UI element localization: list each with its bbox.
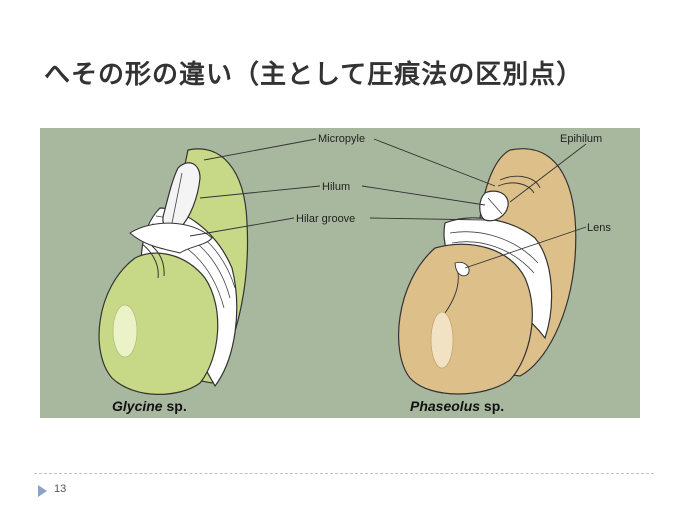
hilum-leader-glycine [199,185,321,199]
page-number: 13 [54,483,67,495]
phaseolus-seed [397,148,577,395]
glycine-genus: Glycine [112,398,163,414]
leader-lines [189,138,587,269]
seed-comparison-figure: Micropyle Hilum Hilar groove Epihilum Le… [40,128,640,418]
footer-arrow-icon [38,485,47,497]
slide-title: へその形の違い（主として圧痕法の区別点） [44,60,584,90]
phaseolus-caption: Phaseolus sp. [410,398,504,414]
footer-divider [34,473,654,474]
hilar-groove-leader-phaseolus [369,217,487,221]
glycine-sp: sp. [163,398,187,414]
glycine-seed [98,148,249,395]
hilar-groove-leader-glycine [189,217,295,237]
epihilum-leader [509,143,587,203]
hilar-groove-label: Hilar groove [296,213,355,225]
lens-leader [464,226,587,269]
phaseolus-genus: Phaseolus [410,398,480,414]
glycine-caption: Glycine sp. [112,398,187,414]
hilum-label: Hilum [322,181,350,193]
micropyle-label: Micropyle [318,133,365,145]
micropyle-leader-phaseolus [373,138,496,187]
epihilum-label: Epihilum [560,133,602,145]
hilum-leader-phaseolus [361,185,486,206]
seed-illustration: Micropyle Hilum Hilar groove Epihilum Le… [98,133,611,414]
micropyle-leader-glycine [203,138,317,161]
lens-label: Lens [587,222,611,234]
phaseolus-sp: sp. [480,398,504,414]
